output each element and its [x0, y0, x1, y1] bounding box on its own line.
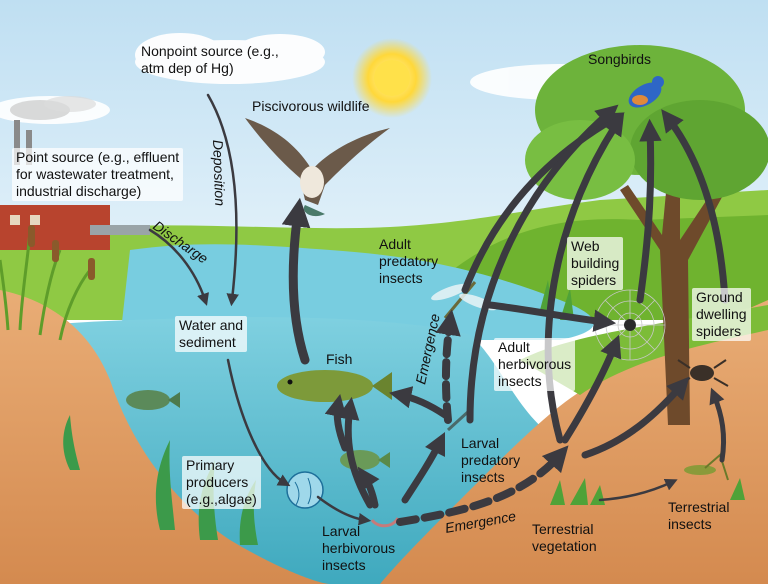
- arrow-herbivore-to-ground-spiders: [581, 376, 690, 459]
- small-fish-left: [126, 390, 180, 410]
- arrow-larva-to-small-fish: [357, 466, 380, 509]
- label-adult-predatory-insects: Adult predatory insects: [379, 236, 439, 286]
- arrow-water-to-producers: [226, 358, 291, 487]
- web-spider: [624, 319, 636, 331]
- label-ground-dwelling-spiders: Ground dwelling spiders: [692, 288, 751, 341]
- label-larval-herbivorous-insects: Larval herbivorous insects: [322, 523, 396, 573]
- arrow-emergence-vertical: [435, 309, 461, 424]
- algae-cell: [286, 471, 324, 509]
- label-larval-predatory-insects: Larval predatory insects: [461, 435, 521, 485]
- label-primary-producers: Primary producers (e.g.,algae): [182, 456, 261, 509]
- label-adult-herbivorous-insects: Adult herbivorous insects: [494, 338, 576, 391]
- label-piscivorous-wildlife: Piscivorous wildlife: [252, 98, 370, 114]
- larva-predatory: [446, 408, 472, 432]
- arrow-ground-spiders-to-songbirds: [661, 109, 729, 304]
- arrow-discharge: [148, 228, 209, 306]
- flow-arrows: [148, 93, 729, 526]
- arrow-larval-predator-to-fish: [389, 386, 449, 419]
- arrow-terrestrial-insects-to-ground-spiders: [709, 387, 727, 463]
- arrow-deposition: [206, 93, 239, 307]
- label-terrestrial-vegetation: Terrestrial vegetation: [532, 521, 597, 554]
- arrow-larval-predator-to-songbirds: [466, 104, 619, 424]
- label-deposition: Deposition: [210, 140, 228, 207]
- grasshopper: [684, 453, 729, 481]
- arrow-adult-herbivore-to-web-spiders: [561, 334, 622, 444]
- arrow-web-spiders-to-songbirds: [636, 118, 662, 304]
- arrow-larva-to-fish: [337, 396, 374, 509]
- arrow-emergence-horizontal: [396, 445, 569, 526]
- arrow-producers-to-larva: [316, 495, 372, 526]
- arrow-adult-herbivore-to-songbirds: [544, 112, 625, 444]
- label-water-sediment: Water and sediment: [175, 316, 248, 352]
- cloud-left: [135, 33, 325, 84]
- label-terrestrial-insects: Terrestrial insects: [668, 499, 730, 532]
- label-point-source: Point source (e.g., effluent for wastewa…: [12, 148, 184, 201]
- songbird: [628, 76, 664, 108]
- large-fish: [277, 370, 392, 402]
- left-bank: [0, 290, 330, 584]
- arrow-fish-to-wildlife: [281, 197, 311, 365]
- label-nonpoint-source: Nonpoint source (e.g., atm dep of Hg): [141, 43, 279, 76]
- arrow-vegetation-to-terrestrial-insects: [598, 479, 678, 502]
- label-fish: Fish: [326, 351, 353, 367]
- label-web-building-spiders: Web building spiders: [567, 237, 624, 290]
- label-songbirds: Songbirds: [588, 51, 652, 67]
- tree: [525, 45, 768, 425]
- arrow-larva-to-larval-predator: [401, 431, 446, 504]
- larva-herbivorous: [370, 517, 400, 528]
